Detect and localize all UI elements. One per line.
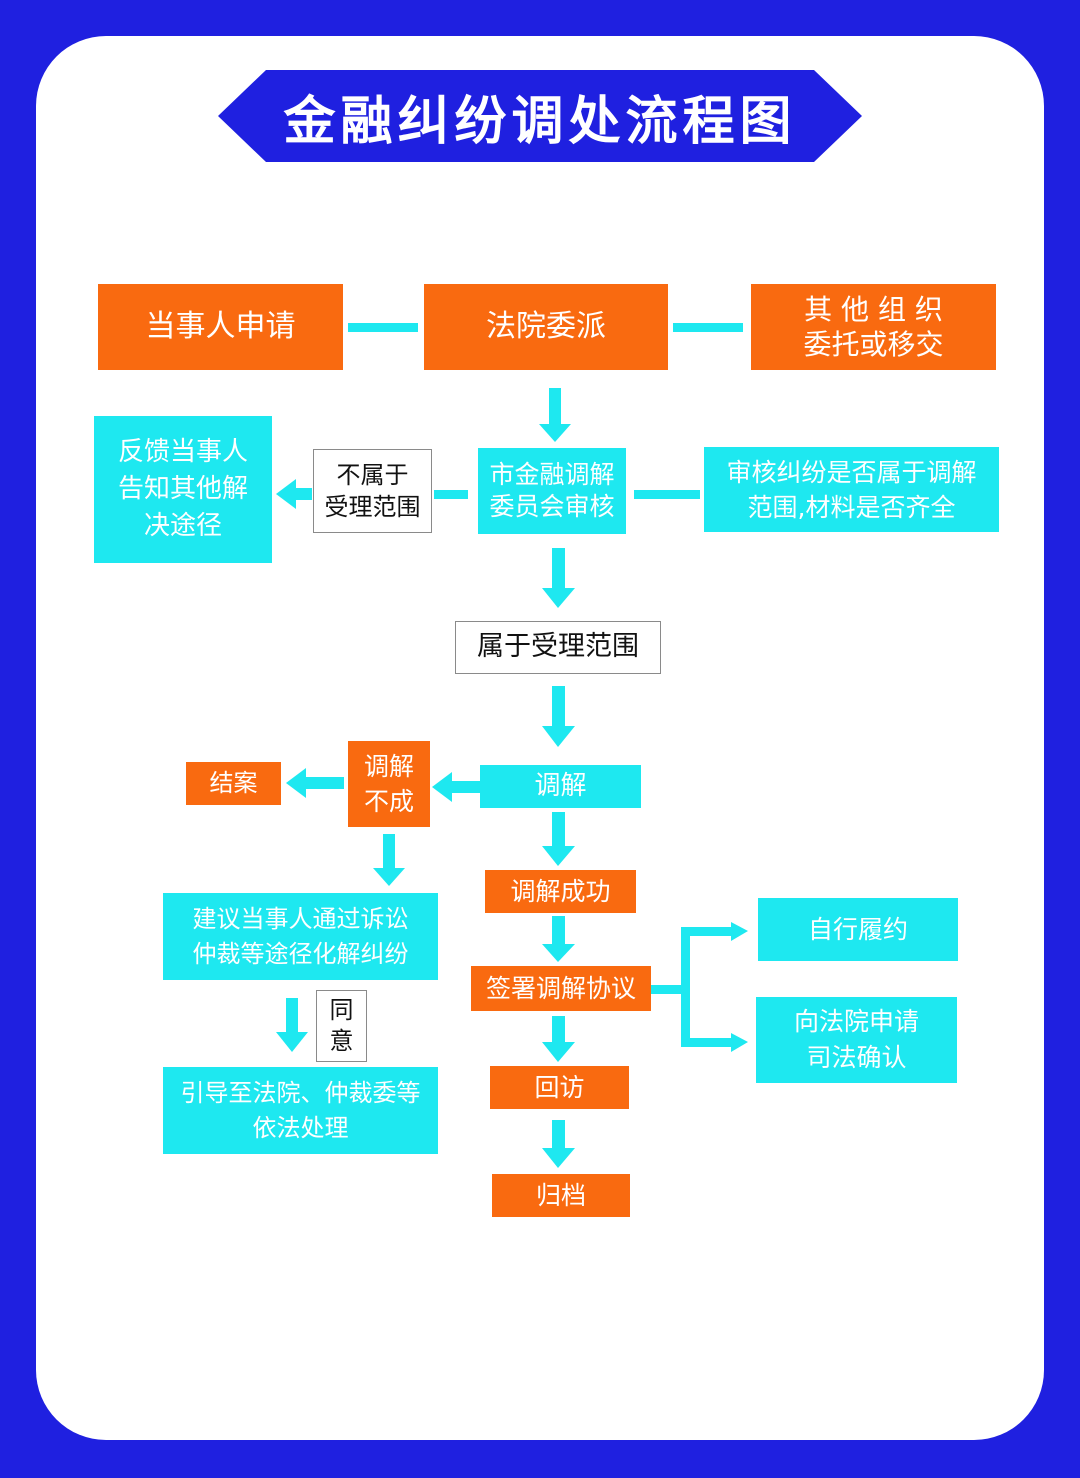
title-banner: 金融纠纷调处流程图	[218, 70, 862, 162]
self-performance: 自行履约	[758, 898, 958, 961]
arrow-shaft	[552, 548, 565, 590]
feedback-to-party: 反馈当事人 告知其他解 决途径	[94, 416, 272, 563]
arrow-shaft	[552, 686, 565, 728]
agree-label: 同 意	[316, 990, 367, 1062]
connector-court-other	[673, 323, 743, 332]
arrow-down-head	[542, 726, 575, 747]
close-case: 结案	[186, 762, 281, 805]
guide-to-court-arbitration: 引导至法院、仲裁委等 依法处理	[163, 1067, 438, 1154]
committee-review: 市金融调解 委员会审核	[478, 448, 626, 534]
mediation-failed: 调解 不成	[348, 741, 430, 827]
review-criteria: 审核纠纷是否属于调解 范围,材料是否齐全	[704, 447, 999, 532]
arrow-shaft	[552, 1120, 565, 1150]
suggest-litigation-arbitration: 建议当事人通过诉讼 仲裁等途径化解纠纷	[163, 893, 438, 980]
arrow-down-head	[542, 1148, 575, 1168]
mediation-step: 调解	[480, 765, 641, 808]
connector-sign-branch	[651, 985, 685, 994]
source-party-application: 当事人申请	[98, 284, 343, 370]
arrow-shaft	[294, 488, 312, 500]
arrow-shaft	[681, 1038, 733, 1047]
source-court-assignment: 法院委派	[424, 284, 668, 370]
arrow-shaft	[552, 1016, 565, 1044]
arrow-shaft	[450, 781, 480, 793]
connector-committee-out	[434, 490, 468, 499]
mediation-success: 调解成功	[485, 870, 636, 913]
arrow-shaft	[383, 834, 395, 870]
arrow-down-head	[373, 868, 405, 886]
branch-vertical	[681, 927, 690, 1047]
arrow-right-head	[731, 1033, 748, 1052]
arrow-down-head	[542, 1042, 575, 1062]
arrow-shaft	[552, 812, 565, 848]
judicial-confirmation: 向法院申请 司法确认	[756, 997, 957, 1083]
arrow-shaft	[549, 388, 561, 426]
arrow-shaft	[552, 916, 565, 946]
arrow-shaft	[286, 998, 298, 1034]
source-other-organization: 其 他 组 织 委托或移交	[751, 284, 996, 370]
arrow-left-head	[286, 768, 306, 798]
revisit: 回访	[490, 1066, 629, 1109]
sign-agreement: 签署调解协议	[471, 966, 651, 1011]
arrow-left-head	[432, 772, 452, 802]
connector-party-court	[348, 323, 418, 332]
in-scope-label: 属于受理范围	[455, 621, 661, 674]
arrow-left-head	[276, 479, 296, 509]
archive: 归档	[492, 1174, 630, 1217]
arrow-down-head	[542, 846, 575, 866]
arrow-down-head	[542, 588, 575, 608]
arrow-shaft	[304, 777, 344, 789]
out-of-scope-label: 不属于 受理范围	[313, 449, 432, 533]
page-title: 金融纠纷调处流程图	[283, 91, 797, 152]
connector-committee-criteria	[634, 490, 700, 499]
arrow-right-head	[731, 922, 748, 941]
arrow-down-head	[542, 944, 575, 962]
title-banner-shape	[218, 70, 862, 162]
arrow-down-head	[539, 424, 571, 442]
arrow-down-head	[276, 1032, 308, 1052]
arrow-shaft	[681, 927, 733, 936]
